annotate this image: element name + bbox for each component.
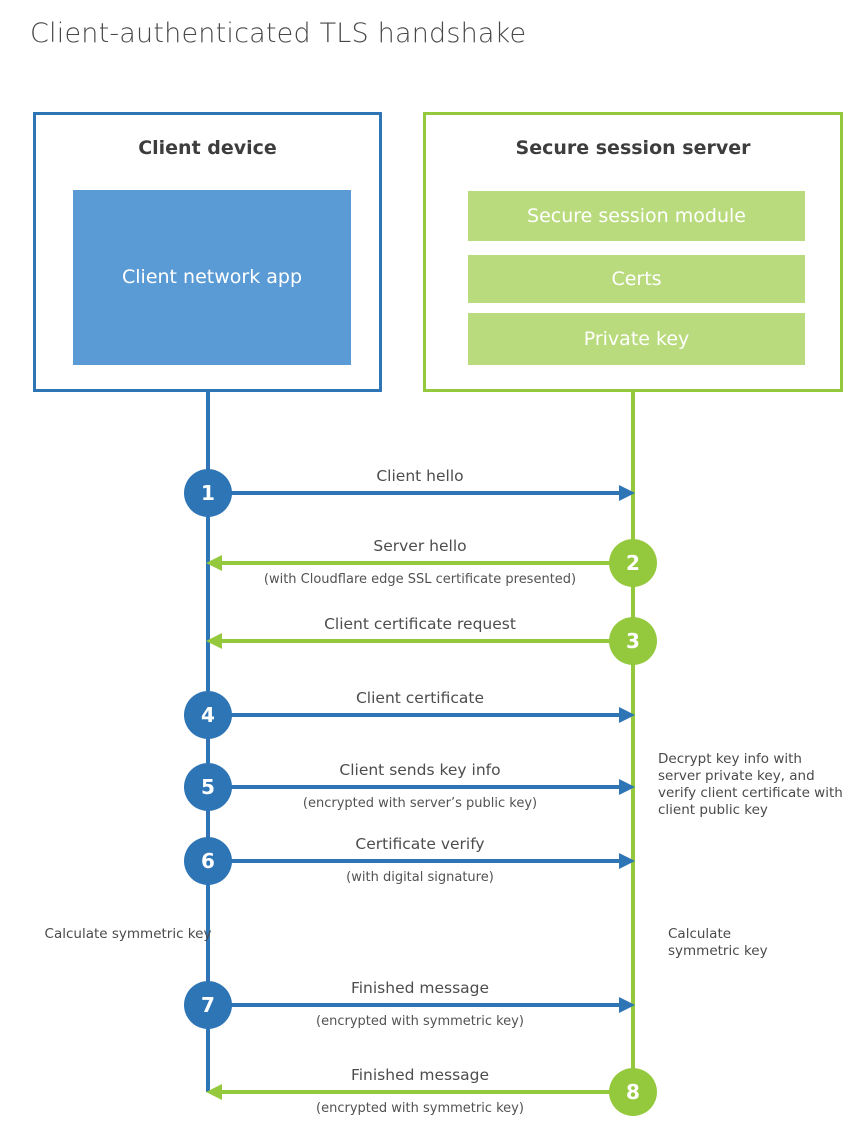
calculate-symmetric-key-left: Calculate symmetric key	[44, 926, 212, 942]
step-5-badge: 5	[184, 763, 232, 811]
client-device-title: Client device	[138, 137, 277, 159]
step-5-arrowhead-icon	[619, 779, 635, 795]
step-8-badge: 8	[609, 1068, 657, 1116]
page-title: Client-authenticated TLS handshake	[30, 18, 527, 49]
step-5-arrow-line	[230, 785, 620, 789]
step-5-number: 5	[201, 775, 215, 799]
step-7-label: Finished message	[350, 979, 490, 997]
step-2-sublabel: (with Cloudflare edge SSL certificate pr…	[263, 572, 577, 587]
step-3-arrow-line	[222, 639, 610, 643]
step-8-arrow-line	[222, 1090, 610, 1094]
client-lifeline	[206, 390, 210, 1092]
step-5-sublabel: (encrypted with server’s public key)	[302, 796, 538, 811]
step-8-arrowhead-icon	[206, 1084, 222, 1100]
step-5-label: Client sends key info	[339, 761, 501, 779]
step-6-arrow-line	[230, 859, 620, 863]
step-4-badge: 4	[184, 691, 232, 739]
module-bar-secure-session-module: Secure session module	[468, 191, 805, 241]
step-3-label: Client certificate request	[324, 615, 516, 633]
step-4-number: 4	[201, 703, 215, 727]
step-3-badge: 3	[609, 617, 657, 665]
step-6-badge: 6	[184, 837, 232, 885]
step-7-arrowhead-icon	[619, 997, 635, 1013]
secure-session-server-title: Secure session server	[515, 137, 751, 159]
module-bar-certs: Certs	[468, 255, 805, 303]
step-1-label: Client hello	[376, 467, 464, 485]
secure-session-server-box: Secure session server Secure session mod…	[423, 112, 843, 392]
step-2-label: Server hello	[373, 537, 467, 555]
step-7-badge: 7	[184, 981, 232, 1029]
server-lifeline	[631, 390, 635, 1092]
step-8-label: Finished message	[350, 1066, 490, 1084]
step-8-number: 8	[626, 1080, 640, 1104]
step-8-sublabel: (encrypted with symmetric key)	[316, 1101, 524, 1116]
client-network-app-box: Client network app	[73, 190, 351, 365]
step-4-arrowhead-icon	[619, 707, 635, 723]
step-6-arrowhead-icon	[619, 853, 635, 869]
step-2-badge: 2	[609, 539, 657, 587]
step-3-arrowhead-icon	[206, 633, 222, 649]
step-2-arrow-line	[222, 561, 610, 565]
step-1-number: 1	[201, 481, 215, 505]
client-device-box: Client device Client network app	[33, 112, 382, 392]
step-3-number: 3	[626, 629, 640, 653]
step-7-arrow-line	[230, 1003, 620, 1007]
step-1-badge: 1	[184, 469, 232, 517]
step-7-number: 7	[201, 993, 215, 1017]
decrypt-note: Decrypt key info with server private key…	[658, 751, 843, 818]
step-6-number: 6	[201, 849, 215, 873]
step-2-number: 2	[626, 551, 640, 575]
calculate-symmetric-key-right: Calculate symmetric key	[668, 926, 768, 959]
step-2-arrowhead-icon	[206, 555, 222, 571]
step-6-sublabel: (with digital signature)	[346, 870, 494, 885]
step-4-label: Client certificate	[355, 689, 484, 707]
step-1-arrowhead-icon	[619, 485, 635, 501]
step-4-arrow-line	[230, 713, 620, 717]
step-7-sublabel: (encrypted with symmetric key)	[316, 1014, 524, 1029]
step-1-arrow-line	[230, 491, 620, 495]
client-network-app-label: Client network app	[122, 265, 303, 288]
module-bar-private-key: Private key	[468, 313, 805, 365]
step-6-label: Certificate verify	[355, 835, 485, 853]
